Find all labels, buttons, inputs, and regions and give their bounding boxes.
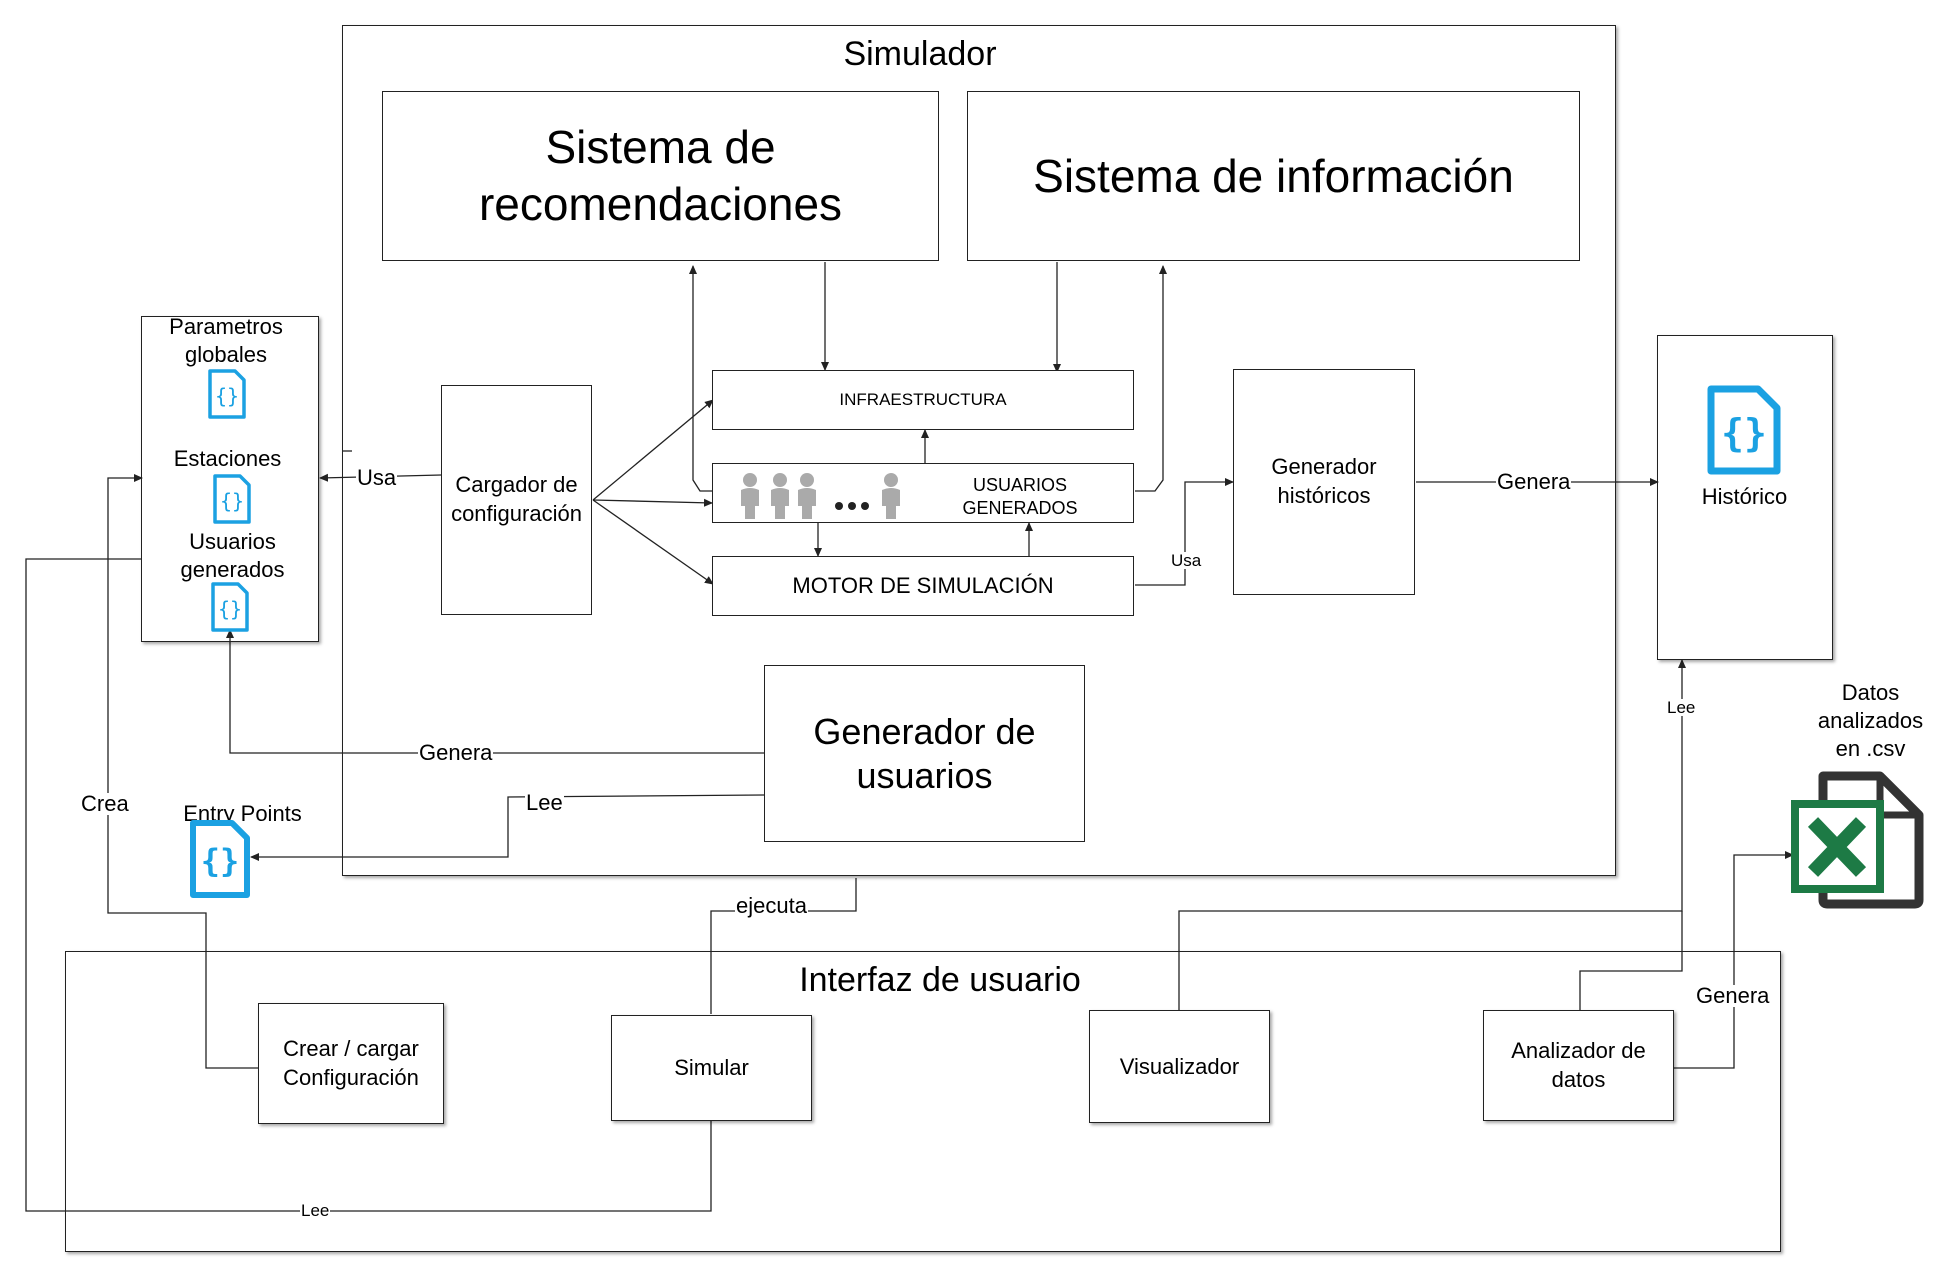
visualizer-label: Visualizador [1119, 1053, 1240, 1079]
edge-label-usa-config: Usa [356, 465, 398, 490]
simulate-button[interactable]: Simular [611, 1015, 812, 1121]
user-interface-container [65, 951, 1781, 1252]
edge-label-lee-bottom: Lee [300, 1201, 331, 1220]
data-analyzer-button[interactable]: Analizador de datos [1483, 1010, 1674, 1121]
infrastructure-label: INFRAESTRUCTURA [839, 390, 1007, 409]
edge-users-recommendations [689, 265, 712, 492]
user-interface-title: Interfaz de usuario [799, 961, 1081, 999]
json-file-icon: {} [213, 474, 251, 524]
edge-label-lee-historico: Lee [1666, 698, 1697, 717]
simulator-container [342, 25, 1616, 876]
json-file-icon: {} [211, 582, 249, 632]
user-generator-box[interactable]: Generador de usuarios [764, 665, 1085, 842]
edge-engine-history [1135, 478, 1234, 586]
historic-box[interactable] [1657, 335, 1833, 660]
svg-text:{}: {} [201, 842, 240, 880]
edge-visualizer-historic [1178, 659, 1686, 1011]
edge-usergen-entrypoints [250, 794, 765, 861]
global-params-label: Parametros globales [169, 314, 283, 367]
edge-label-crea: Crea [80, 791, 130, 816]
users-file-label: Usuarios generados [180, 529, 285, 582]
edge-analyzer-historic [1579, 911, 1683, 1011]
information-system-label: Sistema de información [1033, 150, 1514, 202]
edge-users-information [1135, 265, 1167, 492]
excel-icon [1791, 771, 1924, 909]
recommendation-system-box[interactable]: Sistema de recomendaciones [382, 91, 939, 261]
entry-points-json-icon[interactable]: {} [188, 818, 252, 900]
history-generator-box[interactable]: Generador históricos [1233, 369, 1415, 595]
information-system-box[interactable]: Sistema de información [967, 91, 1580, 261]
svg-text:{}: {} [1721, 411, 1767, 455]
edge-label-genera-historico: Genera [1496, 469, 1572, 494]
data-analyzer-label: Analizador de datos [1511, 1038, 1646, 1092]
edge-label-lee-entry: Lee [525, 790, 564, 815]
config-files-box[interactable] [141, 316, 319, 642]
edge-label-usa-motor: Usa [1170, 551, 1203, 570]
edge-label-ejecuta: ejecuta [735, 893, 808, 918]
svg-text:{}: {} [218, 597, 242, 621]
analyzed-data-label: Datos analizados en .csv [1817, 680, 1924, 762]
edge-label-genera-csv: Genera [1695, 983, 1771, 1008]
edge-create-config [107, 474, 258, 1069]
edge-loader-users [592, 498, 713, 507]
edge-loader-infrastructure [592, 399, 714, 501]
users-icon-group [738, 472, 903, 519]
config-loader-label: Cargador de configuración [451, 472, 582, 526]
user-generator-label: Generador de usuarios [813, 711, 1036, 796]
historic-label: Histórico [1701, 484, 1788, 509]
simulator-title: Simulador [843, 35, 997, 73]
config-loader-box[interactable]: Cargador de configuración [441, 385, 592, 615]
generated-users-label: USUARIOS GENERADOS [962, 475, 1078, 518]
edge-loader-engine [592, 499, 714, 585]
edge-analyzer-csv [1674, 851, 1794, 1069]
recommendation-system-label: Sistema de recomendaciones [478, 120, 843, 231]
create-config-button[interactable]: Crear / cargar Configuración [258, 1003, 444, 1124]
svg-text:{}: {} [220, 489, 244, 513]
simulate-label: Simular [674, 1055, 749, 1080]
edge-simulate-config [25, 558, 712, 1212]
edge-usergen-users [226, 629, 764, 754]
edge-label-genera-usuarios: Genera [418, 740, 494, 765]
historic-json-icon: {} [1707, 385, 1781, 475]
stations-label: Estaciones [173, 446, 282, 471]
simulation-engine-label: MOTOR DE SIMULACIÓN [792, 573, 1054, 598]
json-file-icon: {} [208, 369, 246, 419]
svg-text:{}: {} [215, 384, 239, 408]
visualizer-button[interactable]: Visualizador [1089, 1010, 1270, 1123]
create-config-label: Crear / cargar Configuración [283, 1036, 419, 1090]
infrastructure-box[interactable]: INFRAESTRUCTURA [712, 370, 1134, 430]
generated-users-box[interactable]: USUARIOS GENERADOS [712, 463, 1134, 523]
simulation-engine-box[interactable]: MOTOR DE SIMULACIÓN [712, 556, 1134, 616]
history-generator-label: Generador históricos [1271, 454, 1377, 508]
